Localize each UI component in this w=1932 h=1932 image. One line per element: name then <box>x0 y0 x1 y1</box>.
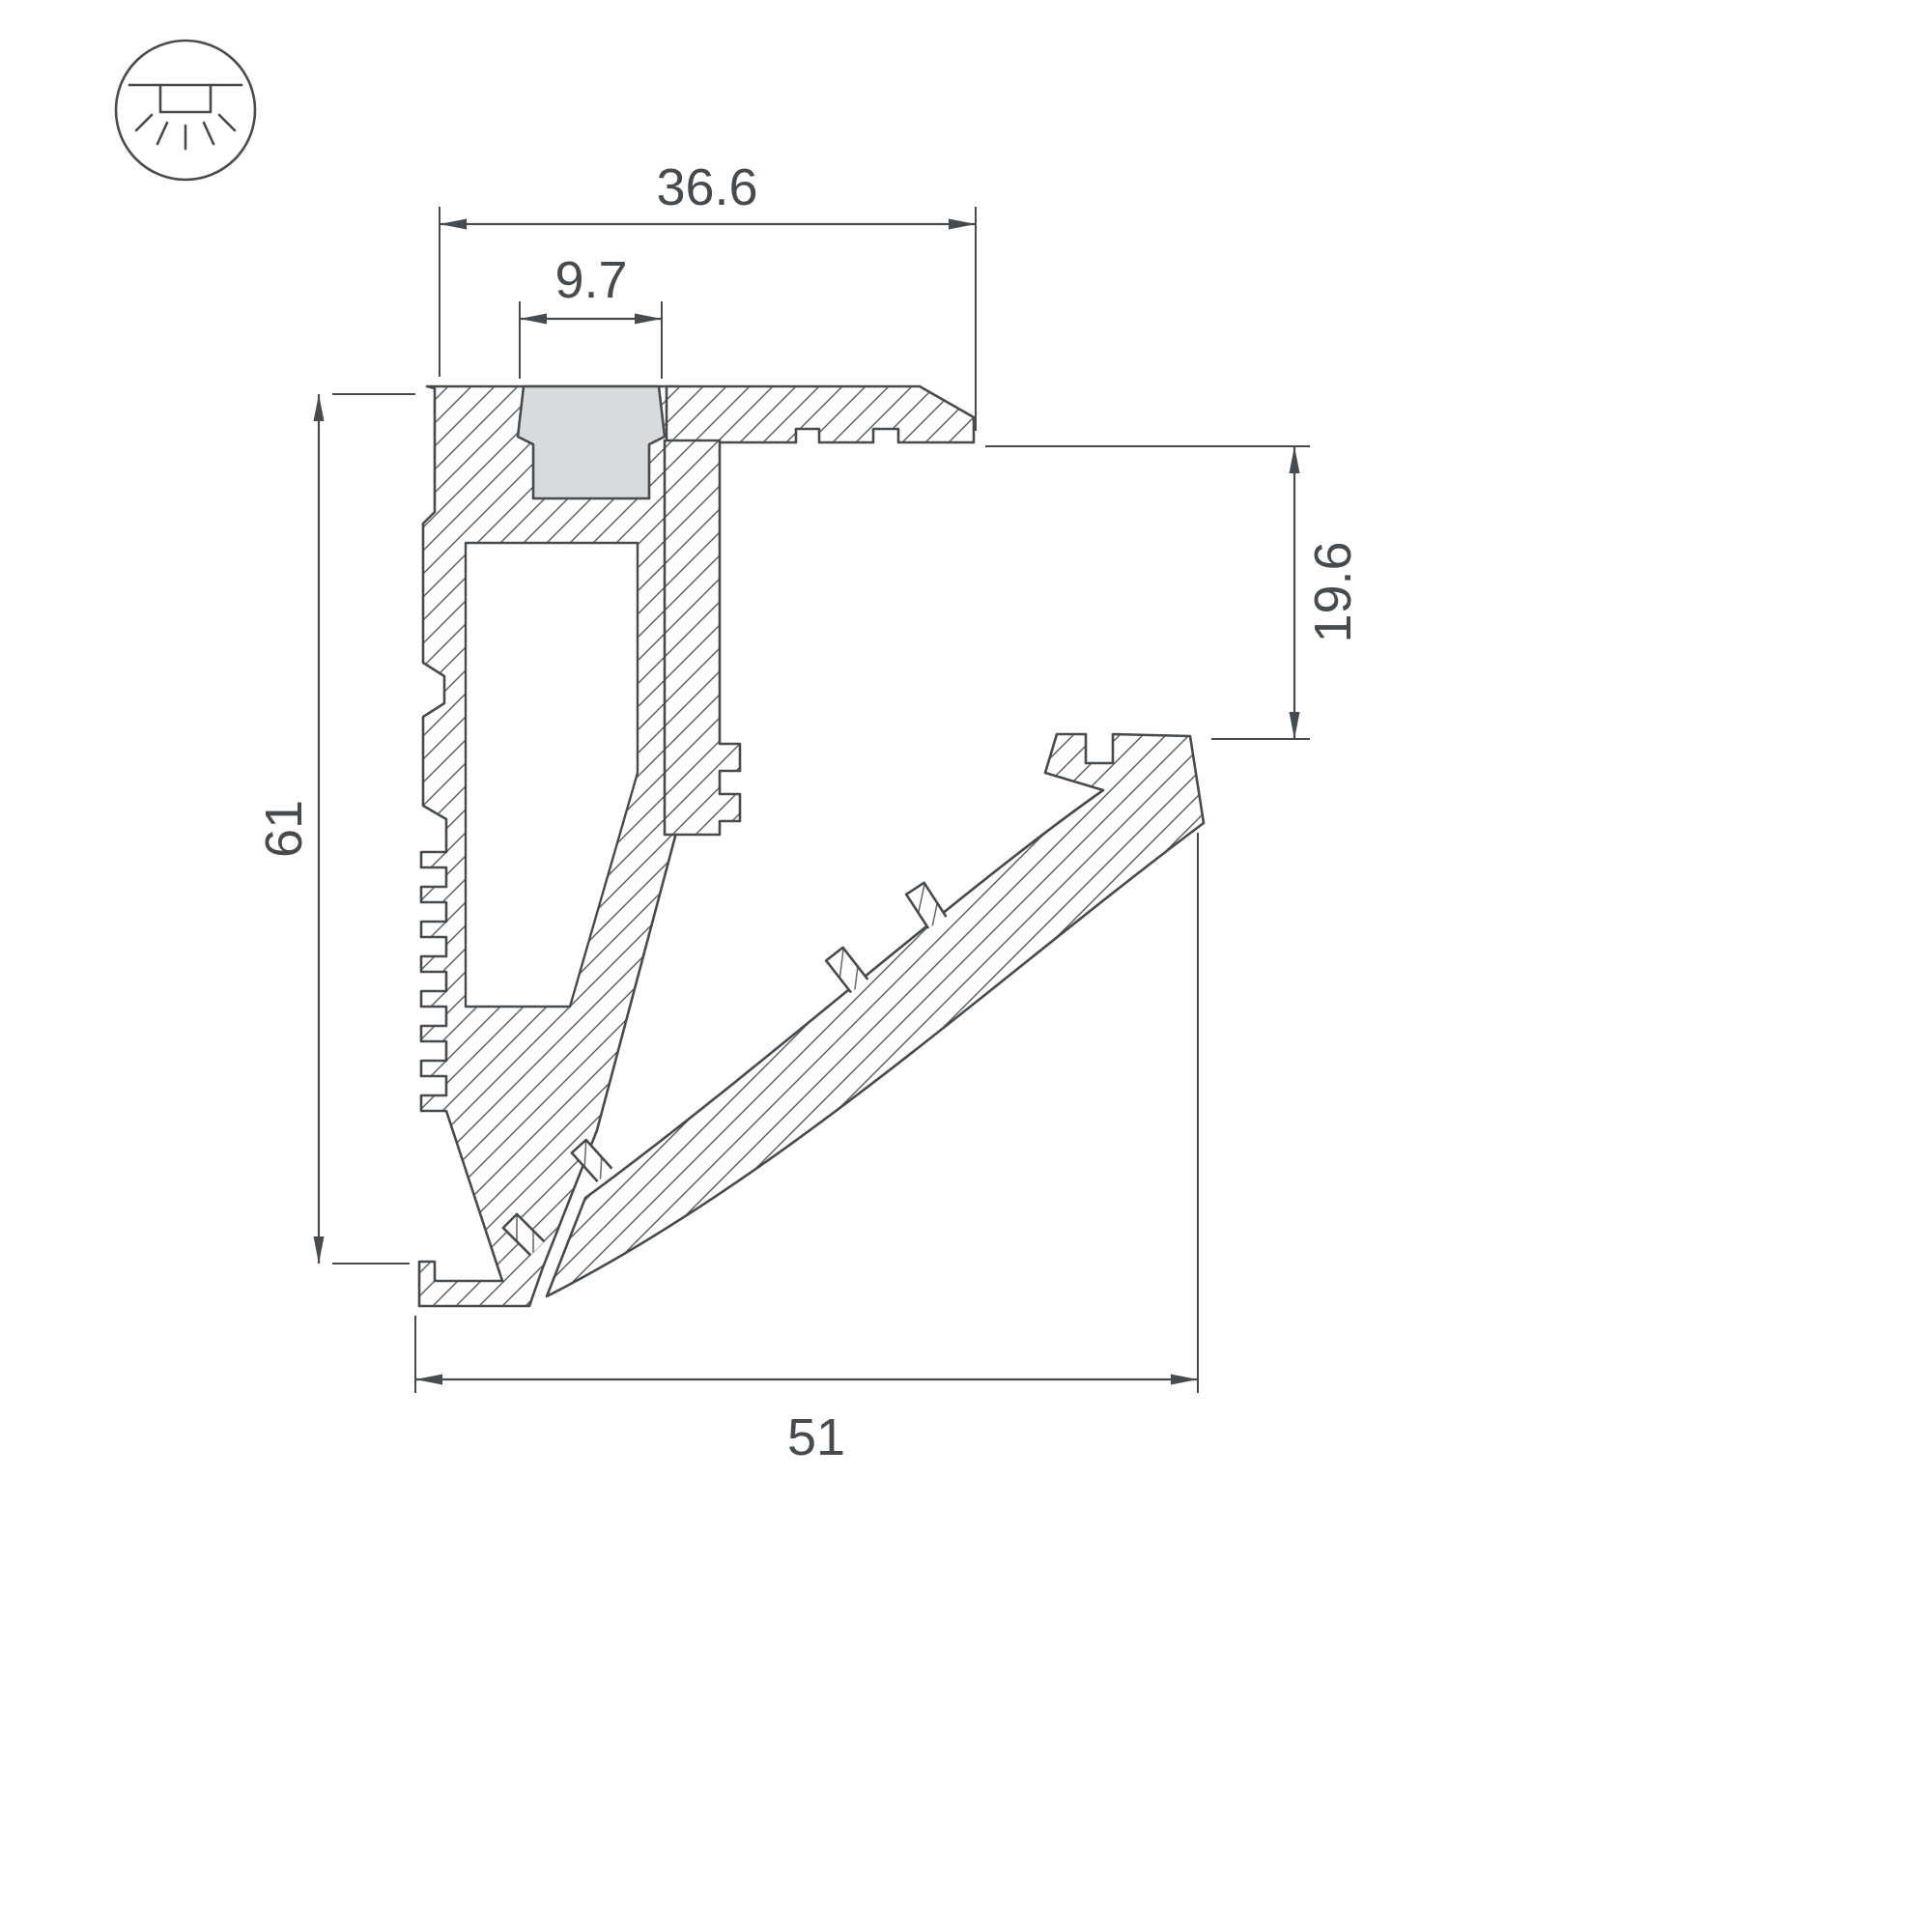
mounting-type-icon <box>114 39 257 182</box>
profile-cavity <box>464 541 639 1009</box>
dim-label-bottom-width: 51 <box>787 1408 845 1466</box>
led-diffuser <box>516 384 667 500</box>
dimension-overall-height: 61 <box>255 393 415 1264</box>
dim-label-right-height: 19.6 <box>1304 541 1362 642</box>
profile-arm <box>545 732 1206 1298</box>
arm-tab <box>501 1212 546 1257</box>
dimension-right-height: 19.6 <box>985 445 1362 740</box>
profile-cross-section <box>417 384 1206 1308</box>
profile-top-flange <box>665 384 976 444</box>
profile-web <box>663 439 742 837</box>
arm-tab <box>570 1138 613 1183</box>
arm-tab <box>904 881 948 929</box>
dim-label-overall-height: 61 <box>255 800 313 858</box>
light-rays <box>134 113 237 151</box>
arm-tab <box>824 946 869 994</box>
dimension-bottom-width: 51 <box>414 833 1199 1466</box>
dim-label-top-width: 36.6 <box>656 158 757 216</box>
fixture-outline <box>158 83 213 114</box>
dimension-top-width: 36.6 <box>439 158 977 431</box>
recessed-ceiling-light-icon <box>128 83 243 151</box>
dimension-slot-width: 9.7 <box>519 251 663 379</box>
icon-circle <box>114 39 257 182</box>
dim-label-slot-width: 9.7 <box>554 251 627 309</box>
